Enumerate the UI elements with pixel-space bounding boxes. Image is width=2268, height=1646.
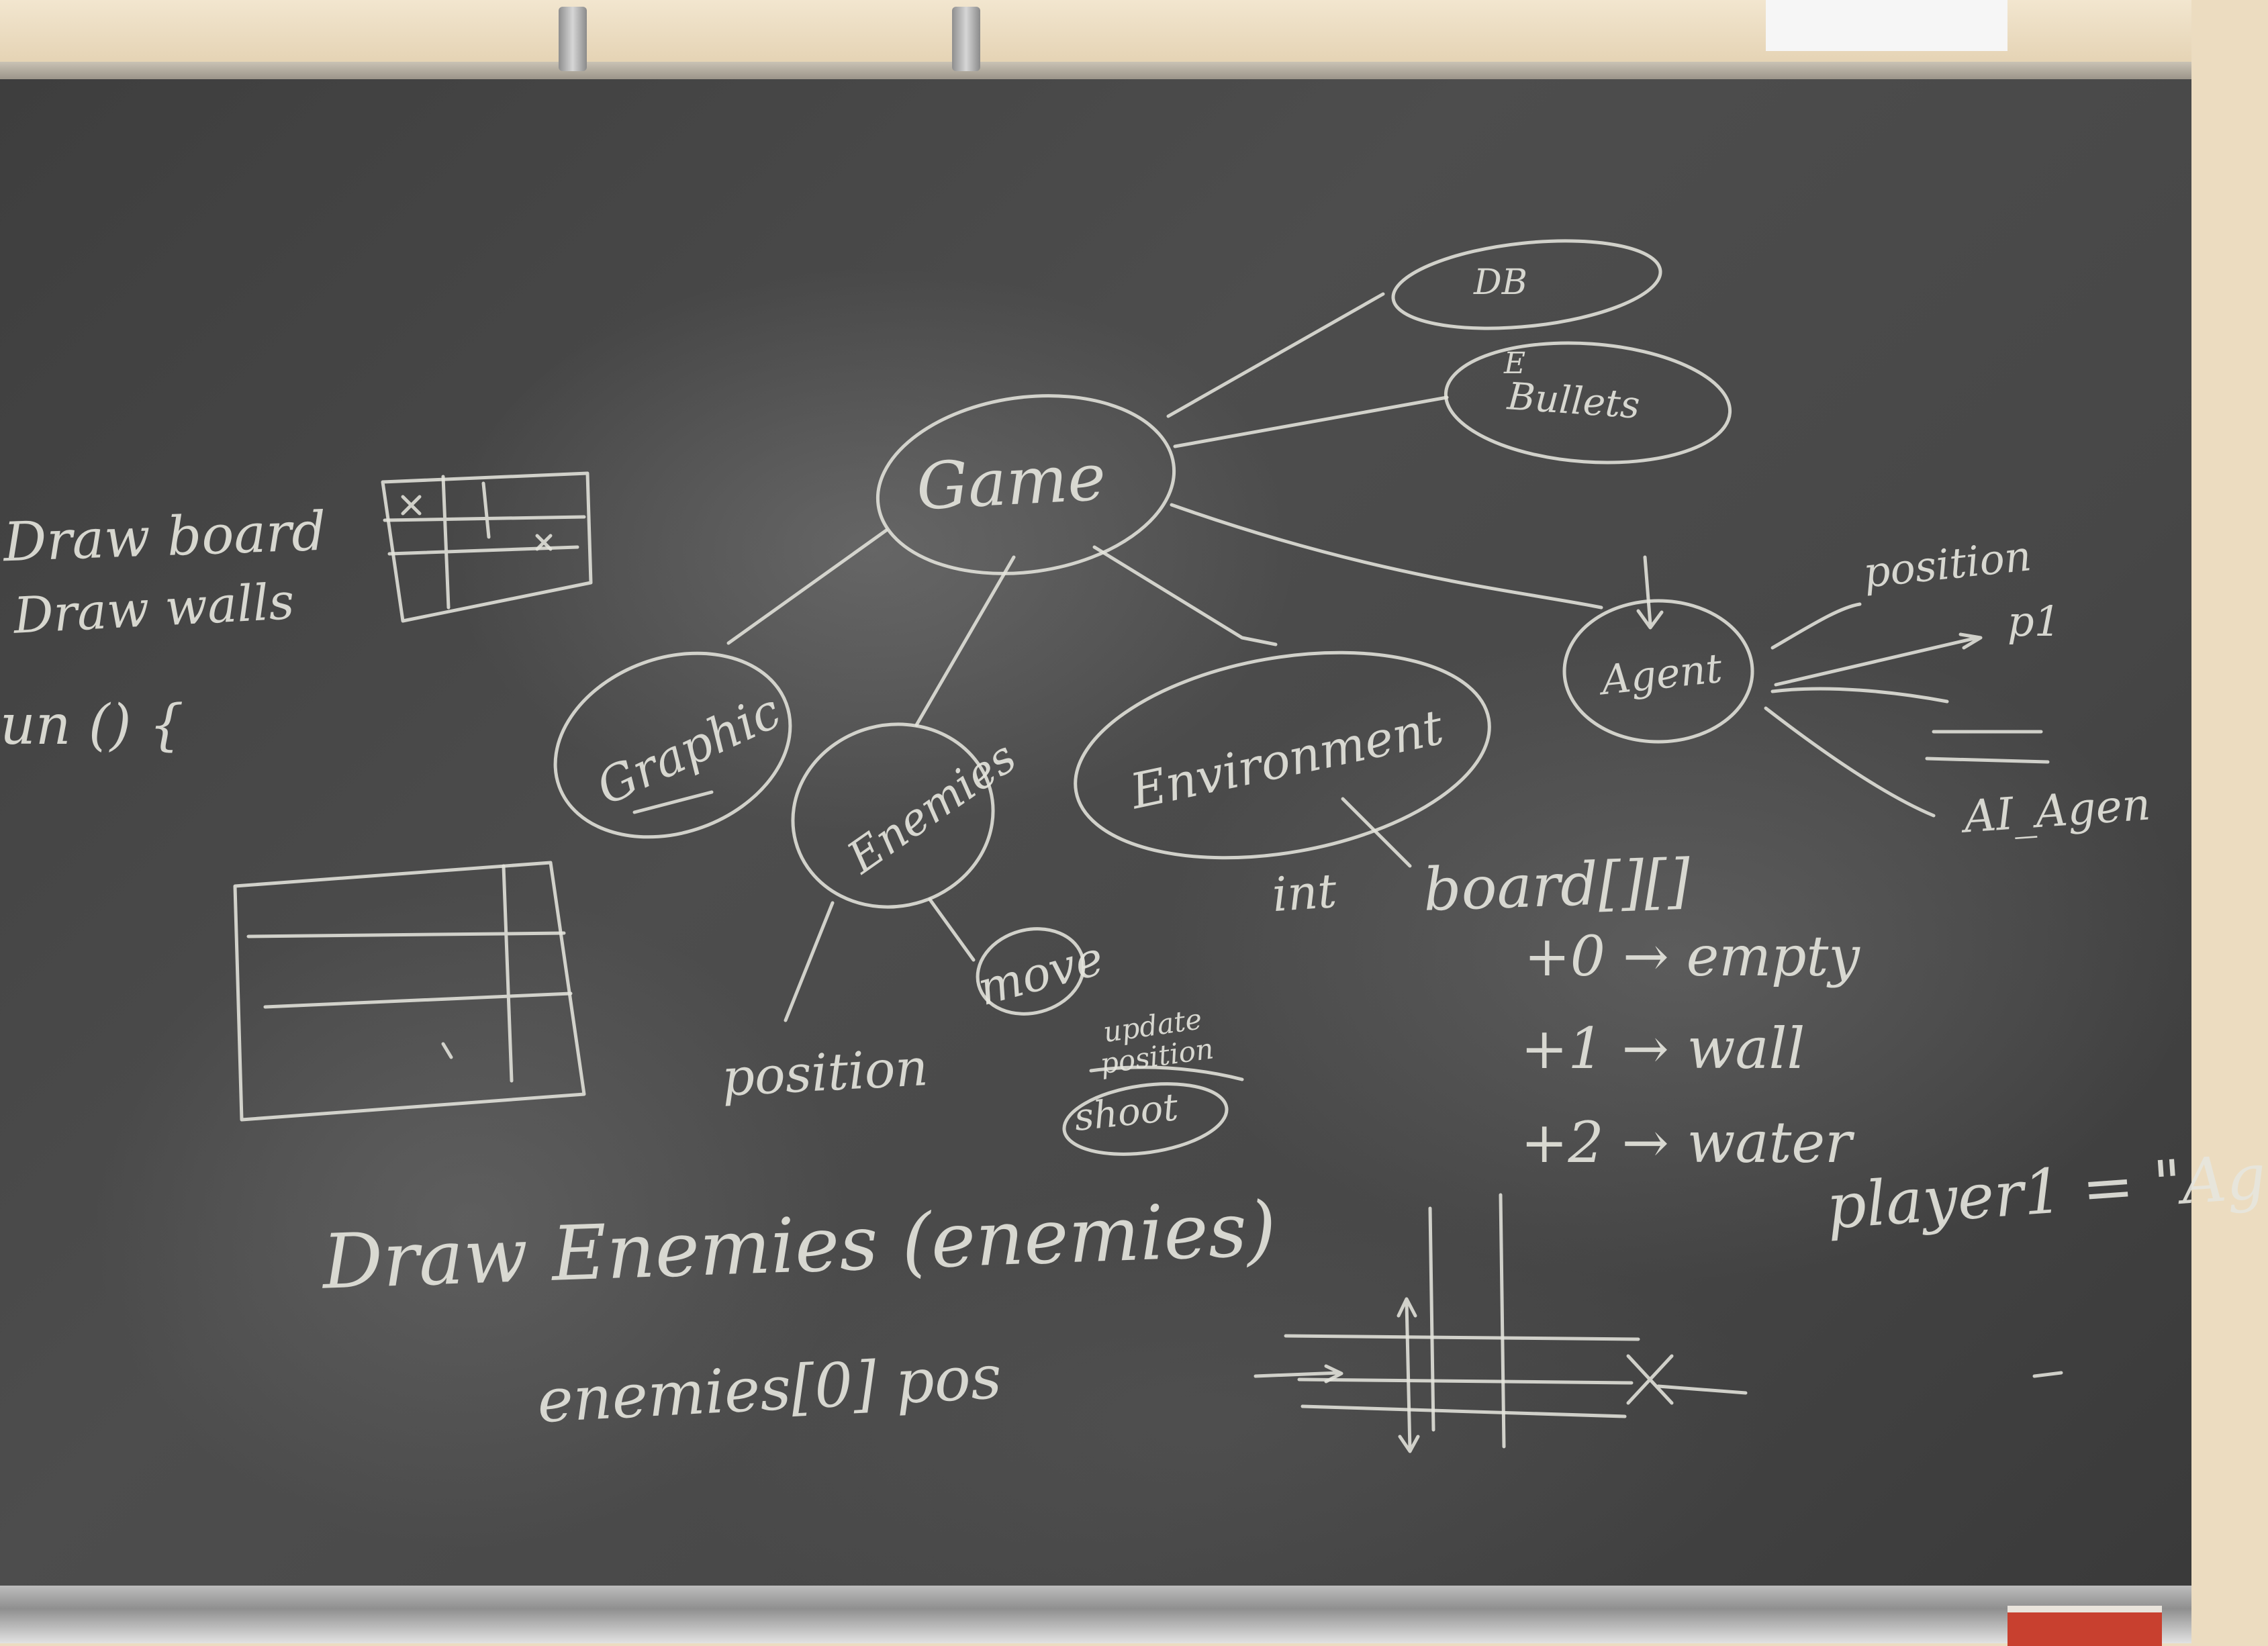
graphic-underline <box>632 790 714 814</box>
map-clip <box>559 7 587 71</box>
label-bullets: Bullets <box>1506 375 1642 428</box>
edge-game-enemies <box>914 555 1016 727</box>
edge-game-db <box>1166 292 1385 418</box>
edge-game-graphic <box>726 528 888 645</box>
grid-horizontal-arrow <box>1254 1364 1343 1384</box>
label-board-array: board[][] <box>1422 846 1692 924</box>
note-draw-board: Draw board <box>2 499 327 574</box>
arrow-into-agent <box>1636 555 1664 630</box>
map-rail <box>0 62 2191 79</box>
db-node <box>1391 239 1662 330</box>
grid-x-mark <box>1626 1354 1748 1405</box>
label-p1: p1 <box>2007 597 2061 646</box>
grid-h <box>1284 1334 1640 1418</box>
update-underline <box>1089 1065 1244 1081</box>
edge-enemies-position <box>784 901 835 1022</box>
label-wall-line: +1 → wall <box>1521 1016 1805 1081</box>
label-position-enemy: position <box>720 1037 930 1108</box>
edge-game-agent <box>1170 503 1603 610</box>
edge-enemies-move <box>928 898 976 962</box>
chalk-drawings <box>233 239 2063 1453</box>
edge-environment-board <box>1341 797 1412 868</box>
edge-game-environment <box>1092 545 1278 646</box>
edge-agent-blank3 <box>1925 757 2050 764</box>
label-game: Game <box>914 439 1108 525</box>
label-agent: Agent <box>1599 644 1725 705</box>
stray-mark <box>2032 1371 2063 1378</box>
wall-sketch-lines <box>246 864 573 1083</box>
board-sketch-marks <box>401 495 553 551</box>
edge-agent-ai <box>1764 706 1936 818</box>
enemies-node <box>791 722 995 909</box>
game-node <box>876 394 1176 575</box>
edge-game-bullets <box>1173 395 1449 448</box>
note-draw-walls: Draw walls <box>12 573 296 645</box>
grid-vertical-arrow <box>1397 1297 1420 1453</box>
shoot-node <box>1062 1082 1229 1156</box>
label-e-marker: E <box>1504 346 1526 381</box>
graphic-node <box>553 651 792 839</box>
chalkboard <box>0 79 2191 1586</box>
label-db: DB <box>1474 262 1527 303</box>
label-empty-line: +0 → empty <box>1524 925 1860 989</box>
bullets-node <box>1444 341 1732 465</box>
board-sketch <box>381 471 593 623</box>
note-run: un () { <box>0 693 184 757</box>
move-node <box>976 927 1086 1016</box>
label-shoot: shoot <box>1072 1085 1180 1140</box>
paper-note <box>1766 0 2007 51</box>
eraser <box>2007 1606 2162 1646</box>
edge-agent-p1 <box>1774 632 1983 687</box>
agent-node <box>1562 599 1754 744</box>
edge-agent-position <box>1770 602 1862 650</box>
environment-node <box>1074 650 1491 860</box>
grid-v <box>1428 1193 1506 1449</box>
edge-agent-blank1 <box>1770 687 1949 704</box>
label-ai-agent: AI_Agen <box>1962 778 2153 843</box>
board-sketch-grid <box>383 475 586 610</box>
label-water-line: +2 → water <box>1521 1110 1852 1175</box>
wall-sketch <box>233 861 586 1122</box>
map-clip <box>952 7 980 71</box>
chalk-tray <box>0 1586 2191 1643</box>
label-int: int <box>1270 863 1339 923</box>
